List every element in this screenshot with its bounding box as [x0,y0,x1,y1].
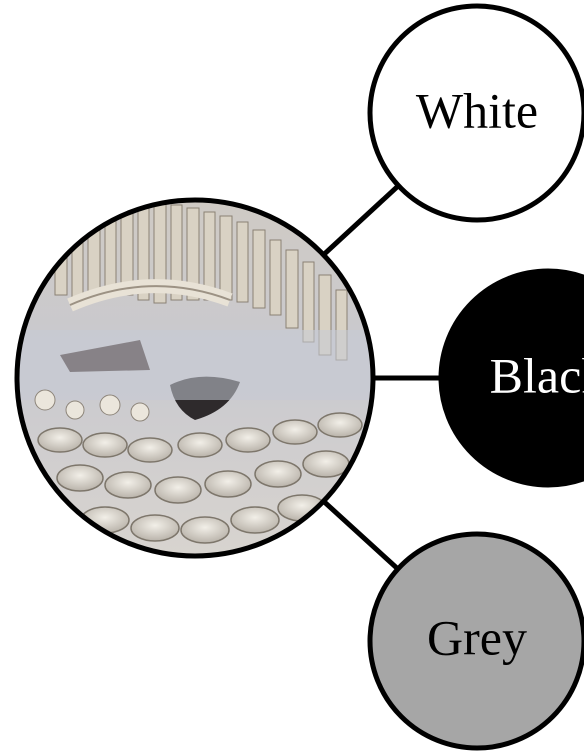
node-white: White [370,6,584,220]
node-black-label: Black [490,347,584,403]
node-white-label: White [416,82,538,138]
node-grey-label: Grey [427,609,527,665]
connector-line-white [320,175,410,258]
node-black: Black [441,271,584,485]
node-grey: Grey [370,534,584,748]
central-photo-node [15,198,375,558]
